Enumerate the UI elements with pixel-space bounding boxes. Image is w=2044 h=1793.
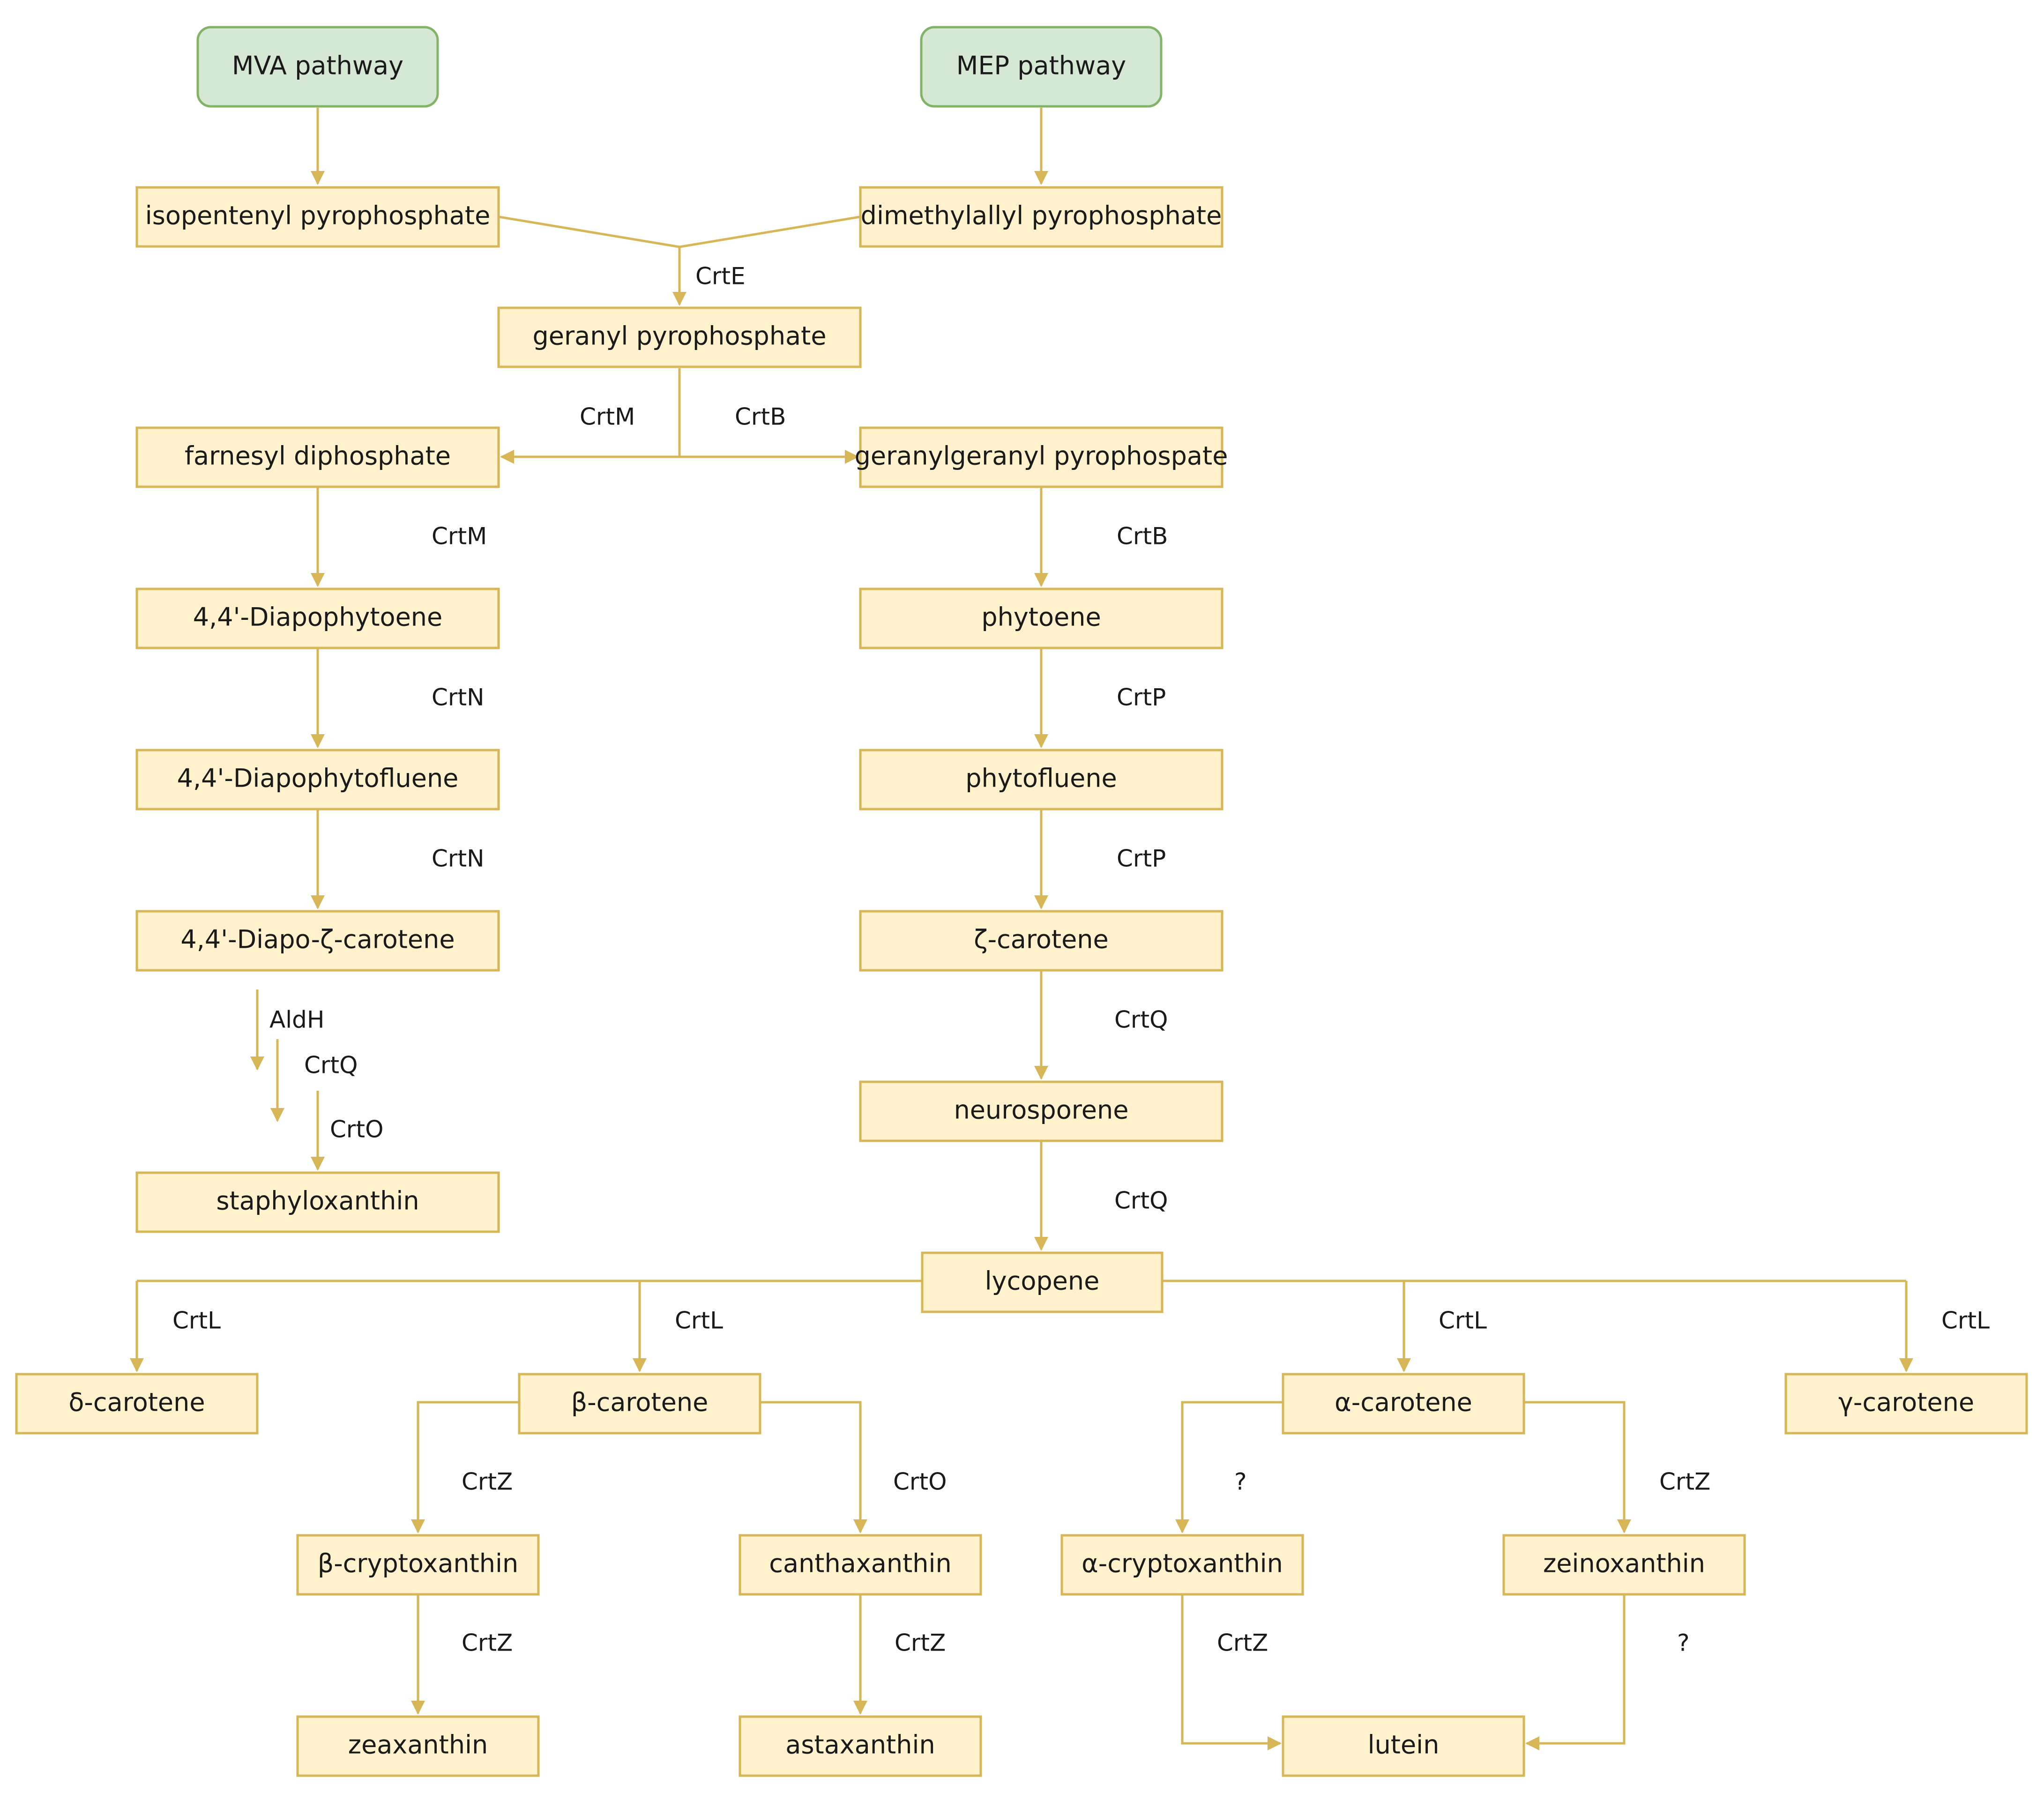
enzyme-label-crtz-zeax: CrtZ [462, 1629, 513, 1657]
node-lycopene-label: lycopene [985, 1266, 1100, 1296]
node-zeta-carotene-label: ζ-carotene [974, 925, 1109, 954]
enzyme-label-crtl-alpha: CrtL [1439, 1307, 1487, 1334]
node-zeinoxanthin: zeinoxanthin [1502, 1534, 1746, 1596]
node-diapophytofluene: 4,4'-Diapophytofluene [135, 749, 500, 811]
enzyme-label-unknown-acrypto: ? [1234, 1468, 1247, 1495]
node-mva-pathway: MVA pathway [196, 26, 439, 108]
node-phytofluene-label: phytofluene [965, 764, 1117, 793]
node-phytoene: phytoene [859, 588, 1223, 649]
node-canthaxanthin: canthaxanthin [739, 1534, 982, 1596]
node-zeinoxanthin-label: zeinoxanthin [1543, 1549, 1705, 1578]
node-zeaxanthin-label: zeaxanthin [348, 1730, 488, 1760]
enzyme-label-crtq-1: CrtQ [1114, 1006, 1168, 1034]
node-staphyloxanthin-label: staphyloxanthin [216, 1186, 419, 1216]
edge-zeinoxanthin-to-lutein [1525, 1595, 1626, 1750]
node-alpha-cryptoxanthin: α-cryptoxanthin [1060, 1534, 1304, 1596]
enzyme-label-crtz-bcrypto: CrtZ [462, 1468, 513, 1495]
node-diapophytoene: 4,4'-Diapophytoene [135, 588, 500, 649]
nodes: MVA pathway MEP pathway isopentenyl pyro… [15, 26, 2028, 1777]
node-lycopene: lycopene [921, 1251, 1164, 1313]
enzyme-label-aldh: AldH [269, 1006, 324, 1034]
enzyme-label-crtp-2: CrtP [1117, 845, 1166, 872]
node-diapophytofluene-label: 4,4'-Diapophytofluene [177, 764, 459, 793]
node-mep-pathway-label: MEP pathway [956, 51, 1126, 81]
edge-alpha-to-acrypto [1175, 1401, 1283, 1533]
enzyme-label-crte: CrtE [695, 263, 746, 290]
enzyme-label-crtl-delta: CrtL [172, 1307, 221, 1334]
enzyme-label-crtn-2: CrtN [432, 845, 484, 872]
node-beta-cryptoxanthin-label: β-cryptoxanthin [318, 1549, 519, 1578]
node-phytoene-label: phytoene [981, 603, 1101, 632]
edge-ipp-merge [499, 216, 680, 248]
enzyme-label-crtz-lutein: CrtZ [1217, 1629, 1268, 1657]
node-ggpp-label: geranylgeranyl pyrophospate [855, 441, 1228, 471]
node-mep-pathway: MEP pathway [920, 26, 1163, 108]
edge-alpha-to-zeinoxanthin [1524, 1401, 1631, 1533]
node-astaxanthin-label: astaxanthin [785, 1730, 935, 1760]
node-mva-pathway-label: MVA pathway [232, 51, 403, 81]
enzyme-label-crtb-split: CrtB [735, 403, 786, 431]
node-ggpp: geranylgeranyl pyrophospate [855, 426, 1228, 488]
node-phytofluene: phytofluene [859, 749, 1223, 811]
enzyme-label-crtl-gamma: CrtL [1941, 1307, 1990, 1334]
enzyme-label-crtb: CrtB [1117, 523, 1168, 550]
node-zeaxanthin: zeaxanthin [296, 1715, 540, 1777]
enzyme-label-unknown-lutein: ? [1677, 1629, 1690, 1657]
node-ipp: isopentenyl pyrophosphate [135, 186, 500, 248]
node-zeta-carotene: ζ-carotene [859, 910, 1223, 972]
node-canthaxanthin-label: canthaxanthin [769, 1549, 951, 1578]
enzyme-label-crtm: CrtM [432, 523, 487, 550]
node-fpp: farnesyl diphosphate [135, 426, 500, 488]
enzyme-label-crtz-zeino: CrtZ [1659, 1468, 1710, 1495]
node-diapo-zeta-carotene: 4,4'-Diapo-ζ-carotene [135, 910, 500, 972]
node-delta-carotene: δ-carotene [15, 1373, 259, 1435]
node-lutein-label: lutein [1368, 1730, 1440, 1760]
node-alpha-cryptoxanthin-label: α-cryptoxanthin [1082, 1549, 1283, 1578]
node-beta-cryptoxanthin: β-cryptoxanthin [296, 1534, 540, 1596]
edges [130, 108, 1913, 1750]
edge-dmapp-merge [679, 216, 860, 248]
node-alpha-carotene: α-carotene [1282, 1373, 1525, 1435]
node-alpha-carotene-label: α-carotene [1335, 1388, 1472, 1417]
enzyme-label-crtp-1: CrtP [1117, 684, 1166, 711]
enzyme-label-crtl-beta: CrtL [675, 1307, 723, 1334]
edge-acrypto-to-lutein [1181, 1595, 1282, 1750]
enzyme-label-crtq-2: CrtQ [1114, 1187, 1168, 1214]
node-beta-carotene: β-carotene [518, 1373, 761, 1435]
node-dmapp: dimethylallyl pyrophosphate [859, 186, 1223, 248]
node-beta-carotene-label: β-carotene [571, 1388, 709, 1417]
node-diapo-zeta-carotene-label: 4,4'-Diapo-ζ-carotene [180, 925, 455, 954]
node-dmapp-label: dimethylallyl pyrophosphate [861, 201, 1222, 231]
enzyme-label-crto-staph: CrtO [330, 1116, 383, 1143]
node-delta-carotene-label: δ-carotene [68, 1388, 205, 1417]
node-neurosporene-label: neurosporene [954, 1095, 1129, 1125]
node-ipp-label: isopentenyl pyrophosphate [145, 201, 491, 231]
node-gpp-label: geranyl pyrophosphate [532, 321, 826, 351]
edge-beta-to-canthaxanthin [760, 1401, 867, 1533]
node-diapophytoene-label: 4,4'-Diapophytoene [193, 603, 443, 632]
edge-beta-to-bcrypto [411, 1401, 519, 1533]
enzyme-label-crtq-staph: CrtQ [304, 1052, 358, 1079]
node-fpp-label: farnesyl diphosphate [185, 441, 451, 471]
enzyme-labels: CrtE CrtM CrtB CrtM CrtN CrtN AldH CrtQ … [172, 263, 1990, 1657]
node-astaxanthin: astaxanthin [739, 1715, 982, 1777]
enzyme-label-crtn-1: CrtN [432, 684, 484, 711]
enzyme-label-crto-cantha: CrtO [893, 1468, 947, 1495]
node-staphyloxanthin: staphyloxanthin [135, 1171, 500, 1233]
node-neurosporene: neurosporene [859, 1080, 1223, 1142]
node-gpp: geranyl pyrophosphate [497, 306, 862, 368]
enzyme-label-crtz-asta: CrtZ [895, 1629, 946, 1657]
node-lutein: lutein [1282, 1715, 1525, 1777]
node-gamma-carotene: γ-carotene [1784, 1373, 2028, 1435]
node-gamma-carotene-label: γ-carotene [1838, 1388, 1974, 1417]
enzyme-label-crtm-split: CrtM [580, 403, 635, 431]
